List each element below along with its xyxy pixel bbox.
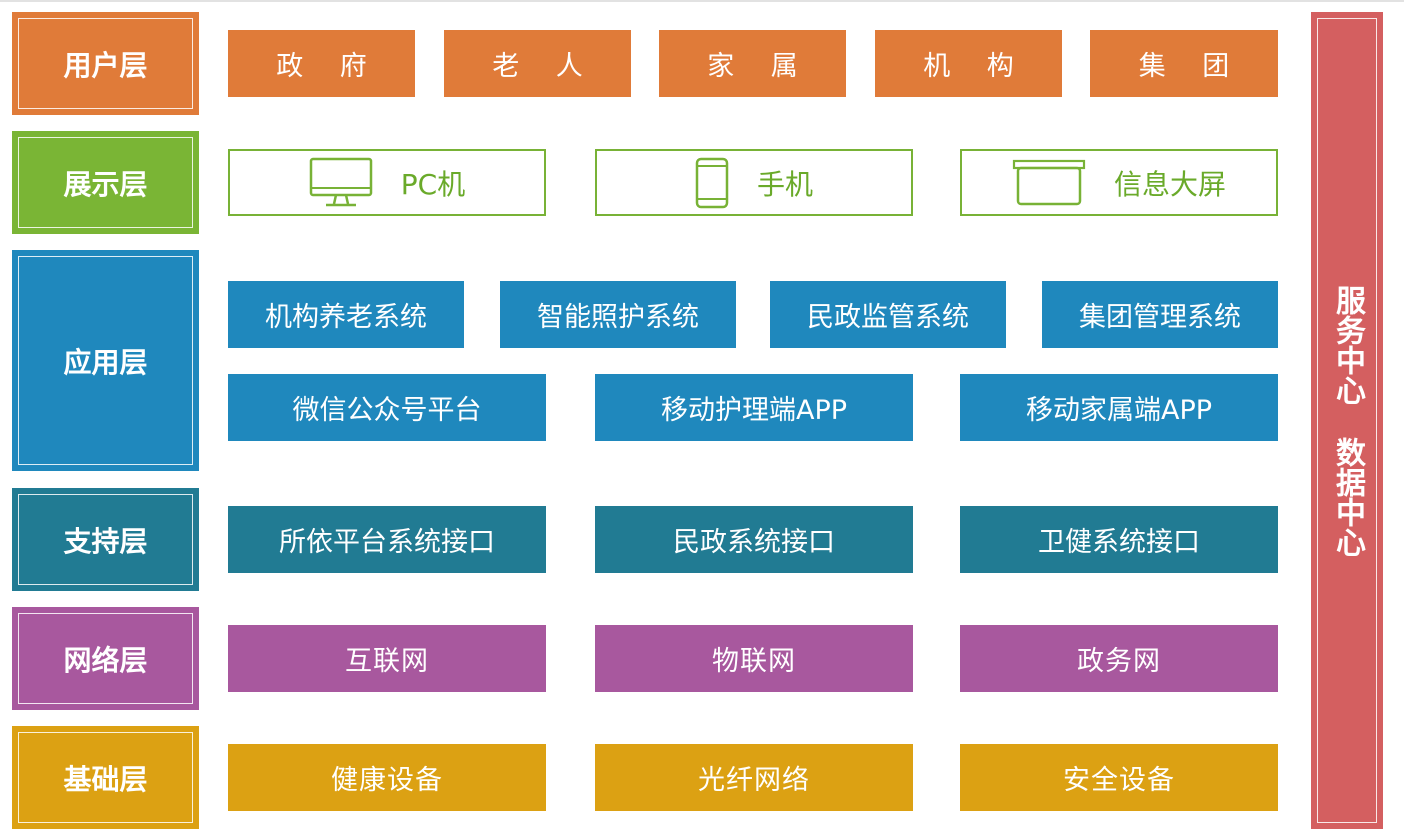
layer-label-base: 基础层 <box>12 726 199 829</box>
mobile-phone-icon <box>695 157 729 209</box>
display-item-pc: PC机 <box>228 149 546 216</box>
monitor-icon <box>309 157 373 209</box>
layer-label-support: 支持层 <box>12 488 199 591</box>
display-item-big-screen-label: 信息大屏 <box>1113 167 1226 201</box>
app-item-smart-care-system: 智能照护系统 <box>500 281 736 348</box>
network-item-government-network: 政务网 <box>960 625 1278 692</box>
base-item-health-devices: 健康设备 <box>228 744 546 811</box>
network-item-internet: 互联网 <box>228 625 546 692</box>
app-item-smart-care-system-label: 智能照护系统 <box>537 302 699 333</box>
base-item-security-devices: 安全设备 <box>960 744 1278 811</box>
layer-label-network: 网络层 <box>12 607 199 710</box>
support-item-health-interface-label: 卫健系统接口 <box>1038 527 1200 558</box>
user-item-institution: 机 构 <box>875 30 1062 97</box>
app-item-elderly-care-system: 机构养老系统 <box>228 281 464 348</box>
app-item-civil-supervision-system-label: 民政监管系统 <box>807 302 969 333</box>
support-item-civil-interface: 民政系统接口 <box>595 506 913 573</box>
app-item-civil-supervision-system: 民政监管系统 <box>770 281 1006 348</box>
user-item-institution-label: 机 构 <box>923 51 1028 82</box>
app-item-group-management-system: 集团管理系统 <box>1042 281 1278 348</box>
display-item-big-screen: 信息大屏 <box>960 149 1278 216</box>
layer-label-support-text: 支持层 <box>63 524 148 558</box>
layer-label-user: 用户层 <box>12 12 199 115</box>
base-item-fiber-network-label: 光纤网络 <box>698 765 810 796</box>
base-item-fiber-network: 光纤网络 <box>595 744 913 811</box>
app-item-mobile-family-app-label: 移动家属端APP <box>1025 395 1213 426</box>
user-item-elderly-label: 老 人 <box>492 51 597 82</box>
side-panel-service-data-center: 服务中心 数据中心 <box>1311 12 1383 829</box>
support-item-platform-interface: 所依平台系统接口 <box>228 506 546 573</box>
app-item-elderly-care-system-label: 机构养老系统 <box>265 302 427 333</box>
app-item-mobile-nursing-app: 移动护理端APP <box>595 374 913 441</box>
support-item-civil-interface-label: 民政系统接口 <box>673 527 835 558</box>
layer-label-base-text: 基础层 <box>63 762 148 796</box>
display-item-phone: 手机 <box>595 149 913 216</box>
support-item-platform-interface-label: 所依平台系统接口 <box>279 527 495 558</box>
display-item-phone-label: 手机 <box>756 167 813 201</box>
layer-label-user-text: 用户层 <box>63 48 148 82</box>
user-item-group-label: 集 团 <box>1138 51 1244 82</box>
user-item-government: 政 府 <box>228 30 415 97</box>
app-item-mobile-nursing-app-label: 移动护理端APP <box>660 395 848 426</box>
side-panel-service-center-text: 服务中心 <box>1330 284 1365 405</box>
app-item-group-management-system-label: 集团管理系统 <box>1079 302 1241 333</box>
user-item-family-label: 家 属 <box>707 51 812 82</box>
layer-label-application-text: 应用层 <box>63 345 148 379</box>
network-item-government-network-label: 政务网 <box>1077 646 1161 677</box>
layer-label-display: 展示层 <box>12 131 199 234</box>
app-item-wechat-platform: 微信公众号平台 <box>228 374 546 441</box>
user-item-family: 家 属 <box>659 30 846 97</box>
large-screen-icon <box>1012 159 1086 207</box>
network-item-internet-label: 互联网 <box>345 646 429 677</box>
base-item-security-devices-label: 安全设备 <box>1063 765 1175 796</box>
app-item-mobile-family-app: 移动家属端APP <box>960 374 1278 441</box>
base-item-health-devices-label: 健康设备 <box>331 765 443 796</box>
top-divider <box>0 0 1404 2</box>
network-item-iot: 物联网 <box>595 625 913 692</box>
app-item-wechat-platform-label: 微信公众号平台 <box>292 395 482 426</box>
layer-label-display-text: 展示层 <box>63 167 148 201</box>
network-item-iot-label: 物联网 <box>712 646 796 677</box>
layer-label-network-text: 网络层 <box>63 643 148 677</box>
layer-label-application: 应用层 <box>12 250 199 471</box>
user-item-group: 集 团 <box>1090 30 1278 97</box>
user-item-elderly: 老 人 <box>444 30 631 97</box>
display-item-pc-label: PC机 <box>400 167 466 201</box>
side-panel-data-center-text: 数据中心 <box>1330 436 1365 557</box>
support-item-health-interface: 卫健系统接口 <box>960 506 1278 573</box>
user-item-government-label: 政 府 <box>276 51 381 82</box>
